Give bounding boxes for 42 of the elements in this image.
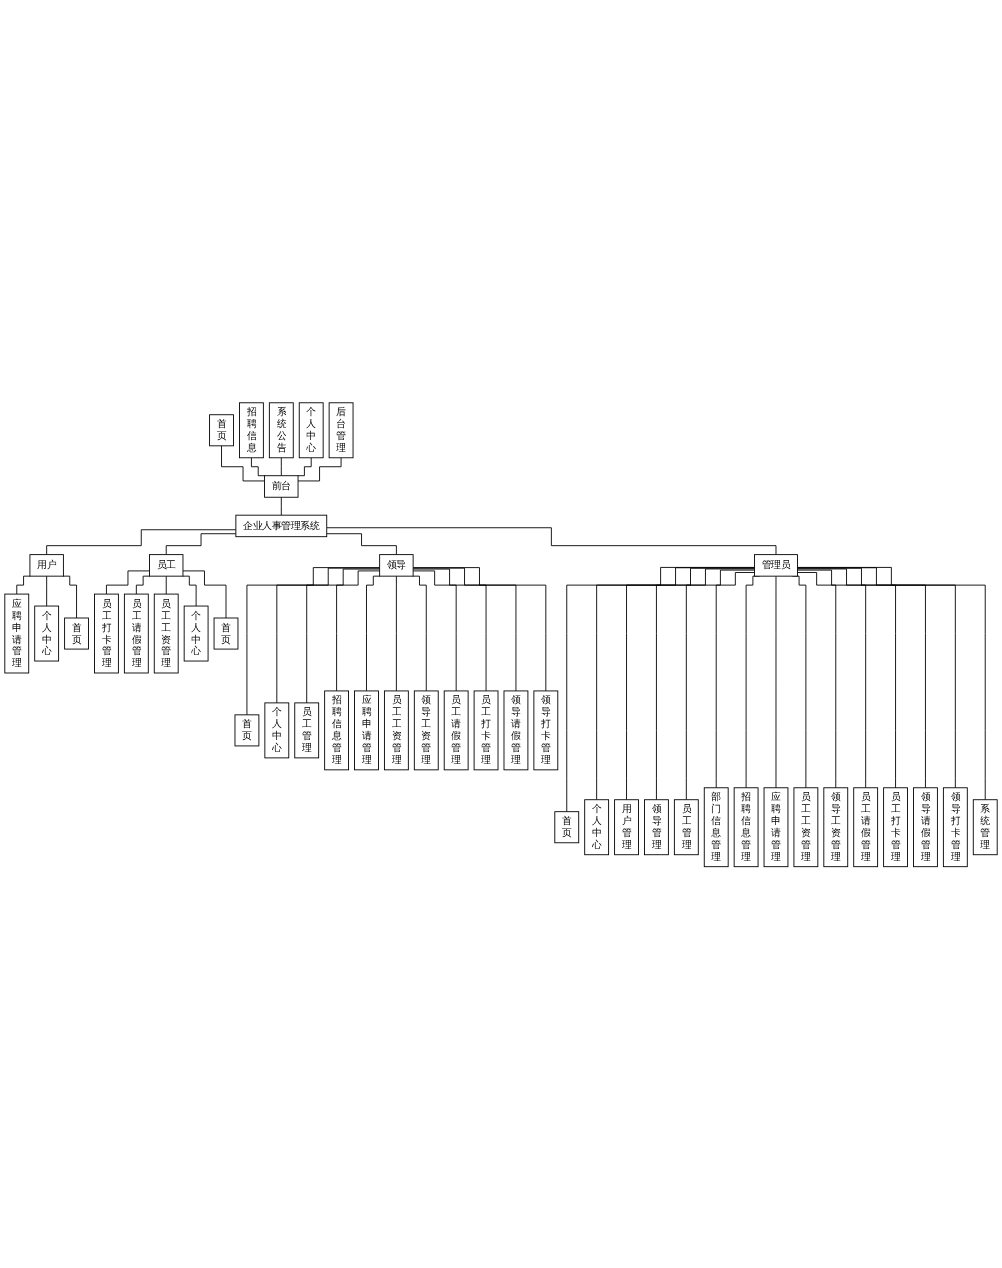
connector <box>412 566 547 691</box>
connector <box>280 456 282 476</box>
connector <box>106 569 150 594</box>
connector <box>16 574 31 594</box>
connector <box>626 567 755 800</box>
connector <box>182 574 197 606</box>
connector <box>685 568 755 800</box>
connector <box>336 569 381 691</box>
connector <box>221 444 265 481</box>
connector <box>395 574 397 691</box>
connector <box>412 574 427 691</box>
connector <box>182 569 227 618</box>
connector <box>566 566 755 812</box>
connector <box>46 528 237 555</box>
connector <box>797 566 986 800</box>
connector <box>412 566 517 691</box>
connector <box>412 569 457 691</box>
connector <box>62 574 77 618</box>
connector <box>246 566 381 715</box>
connector <box>775 574 777 788</box>
connector <box>297 456 342 481</box>
connector <box>715 571 755 788</box>
connector <box>797 566 956 788</box>
connector <box>412 567 487 691</box>
connector <box>326 526 777 555</box>
connector <box>797 568 867 788</box>
connector <box>797 567 896 788</box>
connector <box>366 574 381 691</box>
connector <box>306 567 381 703</box>
connector <box>46 574 48 606</box>
connector <box>250 456 266 476</box>
connector <box>165 532 237 555</box>
connector <box>797 571 837 788</box>
connector <box>135 574 151 594</box>
connector <box>276 566 381 703</box>
connector <box>280 496 282 515</box>
connector <box>797 567 926 788</box>
connector <box>326 532 397 555</box>
connector <box>596 566 755 800</box>
connector <box>297 456 312 476</box>
connector <box>655 567 755 800</box>
connector <box>165 574 167 594</box>
